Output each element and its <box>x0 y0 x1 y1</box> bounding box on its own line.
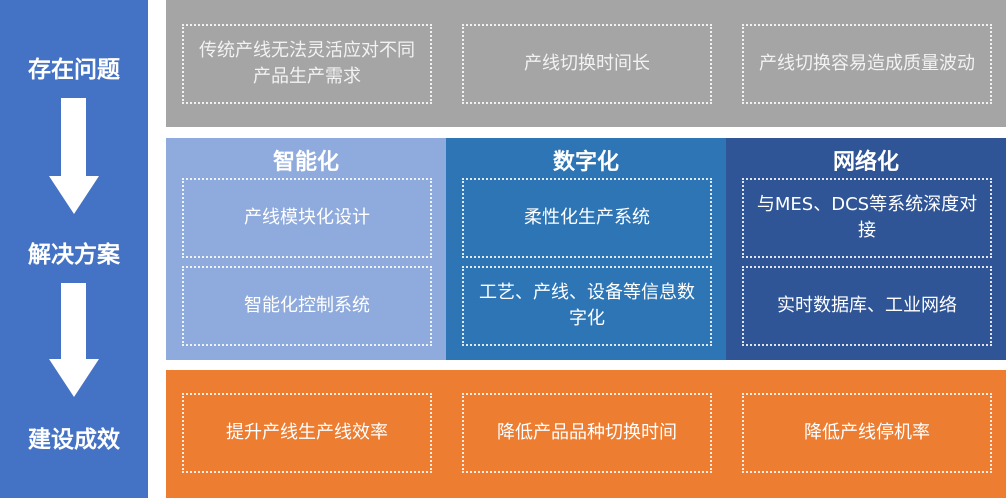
solution-title: 智能化 <box>272 150 339 175</box>
solution-title: 网络化 <box>832 150 899 175</box>
result-box: 降低产品品种切换时间 <box>462 393 712 473</box>
solution-intelligent: 智能化 产线模块化设计 智能化控制系统 <box>166 138 446 360</box>
problem-box: 产线切换时间长 <box>462 24 712 104</box>
down-arrow-icon <box>49 283 99 397</box>
solution-item: 实时数据库、工业网络 <box>742 266 992 346</box>
solution-item: 工艺、产线、设备等信息数字化 <box>462 266 712 346</box>
problems-band: 传统产线无法灵活应对不同产品生产需求 产线切换时间长 产线切换容易造成质量波动 <box>166 0 1006 127</box>
solution-network: 网络化 与MES、DCS等系统深度对接 实时数据库、工业网络 <box>726 138 1006 360</box>
solution-title: 数字化 <box>552 150 619 175</box>
result-box: 降低产线停机率 <box>742 393 992 473</box>
solution-item: 智能化控制系统 <box>182 266 432 346</box>
stage-column: 存在问题 解决方案 建设成效 <box>0 0 148 498</box>
stage-solutions: 解决方案 <box>28 242 120 268</box>
solution-item: 柔性化生产系统 <box>462 178 712 258</box>
down-arrow-icon <box>49 98 99 214</box>
solution-item: 产线模块化设计 <box>182 178 432 258</box>
problem-box: 传统产线无法灵活应对不同产品生产需求 <box>182 24 432 104</box>
stage-problems: 存在问题 <box>28 57 120 83</box>
result-box: 提升产线生产线效率 <box>182 393 432 473</box>
solution-item: 与MES、DCS等系统深度对接 <box>742 178 992 258</box>
solution-digital: 数字化 柔性化生产系统 工艺、产线、设备等信息数字化 <box>446 138 726 360</box>
problem-box: 产线切换容易造成质量波动 <box>742 24 992 104</box>
solutions-band: 智能化 产线模块化设计 智能化控制系统 数字化 柔性化生产系统 工艺、产线、设备… <box>166 138 1006 360</box>
results-band: 提升产线生产线效率 降低产品品种切换时间 降低产线停机率 <box>166 370 1006 498</box>
stage-results: 建设成效 <box>28 427 120 453</box>
